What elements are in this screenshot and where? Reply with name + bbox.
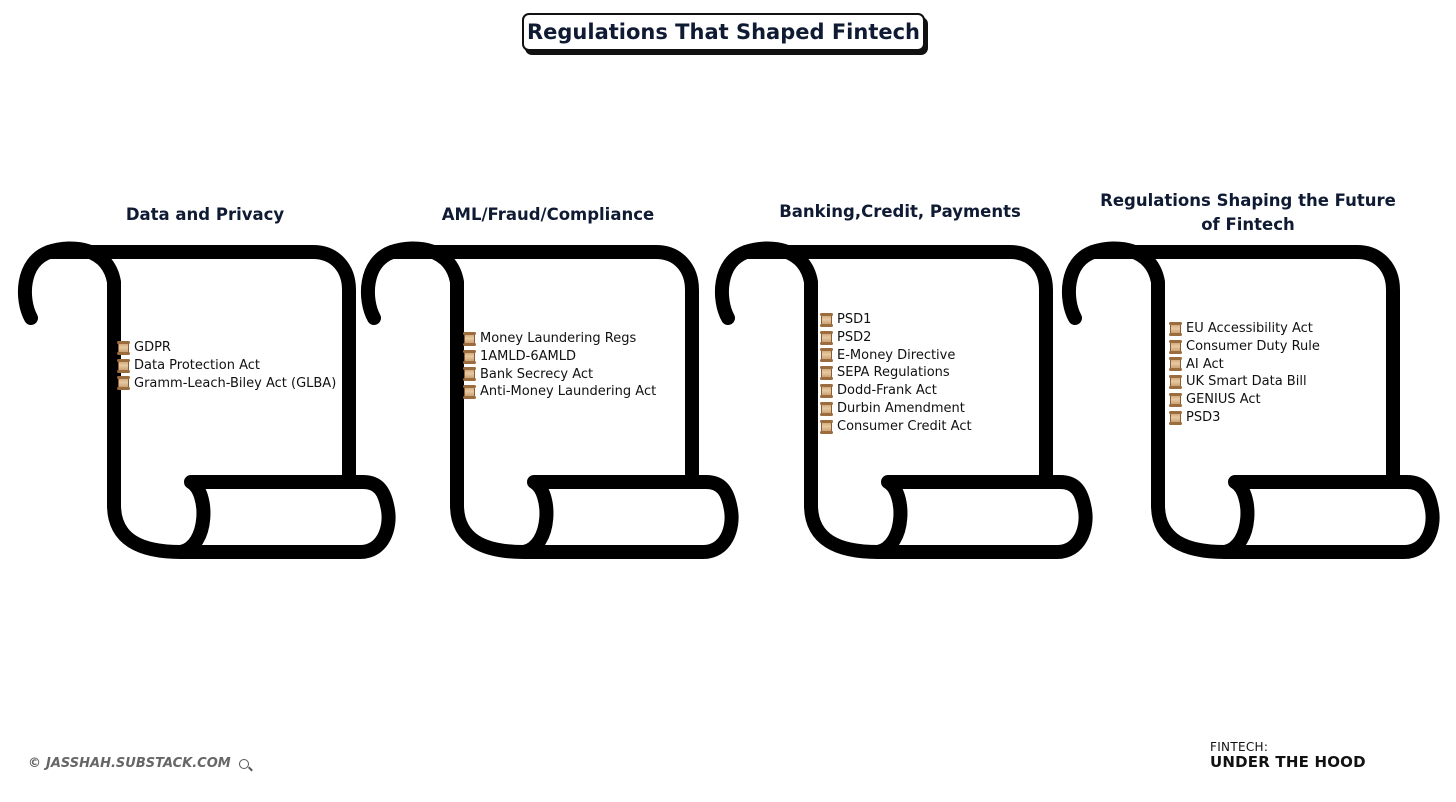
column-heading-banking: Banking,Credit, Payments	[779, 202, 1021, 221]
scroll-icon	[463, 331, 476, 346]
regulation-list-banking: PSD1 PSD2 E-Money Directive SEPA Regulat…	[820, 311, 972, 436]
list-item: Consumer Credit Act	[820, 418, 972, 436]
list-item: Money Laundering Regs	[463, 330, 656, 348]
scroll-icon	[463, 367, 476, 382]
scroll-icon	[820, 366, 833, 381]
scroll-icon	[820, 312, 833, 327]
list-item: PSD3	[1169, 409, 1320, 427]
scroll-icon	[820, 384, 833, 399]
footer-credit: © JASSHAH.SUBSTACK.COM	[28, 756, 249, 771]
scroll-icon	[820, 401, 833, 416]
scroll-icon	[117, 376, 130, 391]
scroll-icon	[1169, 375, 1182, 390]
scroll-outline-1	[25, 248, 389, 552]
scroll-icon	[117, 358, 130, 373]
list-item: Consumer Duty Rule	[1169, 338, 1320, 356]
scroll-icon	[820, 419, 833, 434]
list-item: Bank Secrecy Act	[463, 366, 656, 384]
scroll-icon	[820, 330, 833, 345]
list-item: Data Protection Act	[117, 357, 336, 375]
site-link[interactable]: JASSHAH.SUBSTACK.COM	[46, 756, 231, 771]
scroll-icon	[463, 385, 476, 400]
column-heading-future: Regulations Shaping the Future of Fintec…	[1100, 191, 1396, 234]
list-item: Durbin Amendment	[820, 400, 972, 418]
list-item: E-Money Directive	[820, 347, 972, 365]
brand-logo: FINTECH: UNDER THE HOOD	[1210, 741, 1366, 771]
list-item: GDPR	[117, 339, 336, 357]
scroll-icon	[117, 340, 130, 355]
regulation-list-aml: Money Laundering Regs 1AMLD-6AMLD Bank S…	[463, 330, 656, 401]
magnifier-icon	[238, 758, 249, 769]
column-heading-data-privacy: Data and Privacy	[125, 205, 285, 224]
column-heading-aml: AML/Fraud/Compliance	[441, 205, 655, 224]
list-item: PSD1	[820, 311, 972, 329]
regulation-list-future: EU Accessibility Act Consumer Duty Rule …	[1169, 320, 1320, 427]
list-item: SEPA Regulations	[820, 364, 972, 382]
brand-line-2: UNDER THE HOOD	[1210, 753, 1366, 771]
list-item: GENIUS Act	[1169, 391, 1320, 409]
brand-line-1: FINTECH:	[1210, 740, 1269, 754]
regulation-list-data-privacy: GDPR Data Protection Act Gramm-Leach-Bil…	[117, 339, 336, 393]
list-item: Anti-Money Laundering Act	[463, 383, 656, 401]
scroll-icon	[1169, 357, 1182, 372]
scroll-icon	[463, 349, 476, 364]
list-item: Gramm-Leach-Biley Act (GLBA)	[117, 375, 336, 393]
scroll-icon	[1169, 393, 1182, 408]
list-item: UK Smart Data Bill	[1169, 373, 1320, 391]
list-item: AI Act	[1169, 356, 1320, 374]
copyright-symbol: ©	[28, 756, 41, 771]
list-item: 1AMLD-6AMLD	[463, 348, 656, 366]
scroll-icon	[820, 348, 833, 363]
list-item: EU Accessibility Act	[1169, 320, 1320, 338]
list-item: PSD2	[820, 329, 972, 347]
scroll-icon	[1169, 339, 1182, 354]
scroll-icon	[1169, 410, 1182, 425]
page-title: Regulations That Shaped Fintech	[522, 13, 925, 51]
scroll-icon	[1169, 321, 1182, 336]
list-item: Dodd-Frank Act	[820, 382, 972, 400]
